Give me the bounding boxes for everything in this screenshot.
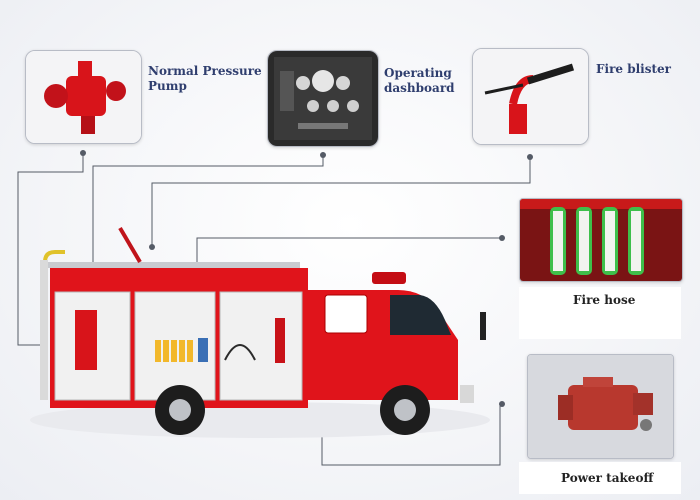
hose-photo	[519, 198, 683, 282]
rear-wheel-hub	[169, 399, 191, 421]
roof-monitor	[118, 226, 142, 264]
red-cylinder	[275, 318, 285, 363]
hose-caption-box	[519, 287, 681, 339]
dot-dashboard	[320, 152, 326, 158]
blister-label: Fire blister	[596, 62, 671, 76]
truck-shadow	[30, 402, 490, 438]
dot-blister	[527, 154, 533, 160]
connector-pump	[17, 150, 84, 346]
front-bumper	[460, 385, 474, 403]
compartment-right	[219, 291, 303, 401]
pump-label: Normal Pressure Pump	[148, 64, 262, 94]
pump-label-line2: Pump	[148, 79, 187, 93]
pump-equipment	[75, 310, 97, 370]
dashboard-icon	[268, 51, 378, 146]
connector-lines	[17, 150, 531, 466]
coiled-hoses	[155, 340, 193, 362]
dot-hose	[499, 235, 505, 241]
side-ladder	[40, 260, 48, 400]
dashboard-photo	[267, 50, 379, 147]
pump-photo	[25, 50, 142, 144]
hose-icon	[520, 199, 682, 281]
connector-dashboard	[92, 152, 324, 265]
cab-windshield	[390, 295, 451, 335]
hose-label: Fire hose	[573, 293, 636, 307]
light-bar	[372, 272, 406, 284]
extinguisher	[198, 338, 208, 362]
dashboard-label-line2: dashboard	[384, 81, 455, 95]
pto-photo	[527, 354, 674, 459]
fire-truck	[30, 226, 490, 438]
pto-caption-box	[519, 462, 681, 494]
cable-coil	[224, 344, 256, 361]
connector-blister	[151, 157, 531, 246]
pump-label-line1: Normal Pressure	[148, 64, 262, 78]
cab-rear-window	[324, 294, 368, 334]
front-wheel-hub	[394, 399, 416, 421]
dashboard-label: Operating dashboard	[384, 66, 455, 96]
gearbox-icon	[528, 355, 673, 458]
dot-pto	[499, 401, 505, 407]
dashboard-label-line1: Operating	[384, 66, 452, 80]
pump-icon	[26, 51, 141, 143]
dot-blister-end	[149, 244, 155, 250]
dot-pump	[80, 150, 86, 156]
roof-rail	[45, 262, 300, 268]
pto-label: Power takeoff	[561, 471, 654, 485]
monitor-icon	[473, 49, 588, 144]
side-mirror	[480, 312, 486, 340]
blister-photo	[472, 48, 589, 145]
